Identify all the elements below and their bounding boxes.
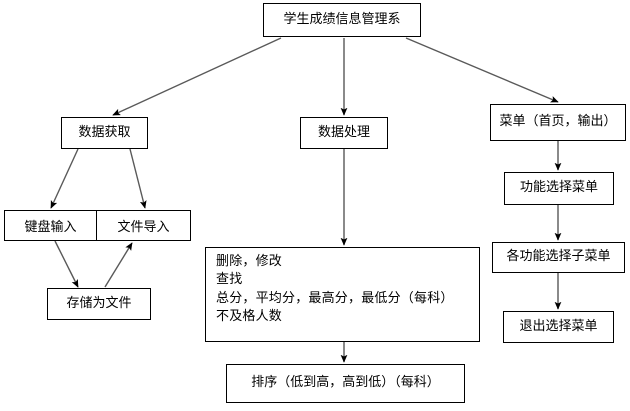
- node-file-import-label: 文件导入: [117, 220, 170, 235]
- edge-keyboard-to-save: [54, 240, 79, 288]
- node-menu-home-output[interactable]: 菜单（首页，输出）: [490, 104, 626, 141]
- operations-line-3: 总分，平均分，最高分，最低分（每科）: [216, 290, 454, 306]
- operations-line-1: 删除，修改: [216, 254, 283, 269]
- node-system-title[interactable]: 学生成绩信息管理系: [263, 3, 421, 37]
- operations-line-4: 不及格人数: [216, 309, 283, 325]
- node-save-to-file[interactable]: 存储为文件: [47, 288, 151, 320]
- node-sorting[interactable]: 排序（低到高，高到低）（每科）: [226, 364, 465, 403]
- node-function-select-menu[interactable]: 功能选择菜单: [504, 172, 614, 205]
- node-operations-list[interactable]: 删除，修改 查找 总分，平均分，最高分，最低分（每科） 不及格人数: [205, 247, 480, 342]
- node-data-acquisition[interactable]: 数据获取: [61, 117, 148, 149]
- node-function-select-menu-label: 功能选择菜单: [519, 180, 598, 196]
- edge-save-to-fileimport: [104, 242, 133, 288]
- node-file-import[interactable]: 文件导入: [97, 210, 191, 241]
- node-data-processing[interactable]: 数据处理: [300, 117, 388, 149]
- edge-acquire-to-keyboard: [50, 148, 79, 209]
- node-menu-home-output-label: 菜单（首页，输出）: [499, 114, 617, 130]
- node-keyboard-input-label: 键盘输入: [24, 220, 77, 235]
- node-save-to-file-label: 存储为文件: [66, 295, 132, 311]
- node-sorting-label: 排序（低到高，高到低）（每科）: [251, 375, 440, 391]
- node-exit-menu-label: 退出选择菜单: [519, 318, 598, 334]
- node-data-processing-label: 数据处理: [317, 124, 370, 140]
- node-sub-function-menu[interactable]: 各功能选择子菜单: [492, 242, 625, 273]
- edge-root-to-menu: [405, 37, 559, 103]
- edge-root-to-data-acquire: [112, 37, 282, 116]
- operations-line-2: 查找: [216, 272, 243, 288]
- node-exit-menu[interactable]: 退出选择菜单: [503, 311, 614, 343]
- node-system-title-label: 学生成绩信息管理系: [283, 11, 401, 27]
- node-sub-function-menu-label: 各功能选择子菜单: [506, 249, 611, 265]
- node-data-acquisition-label: 数据获取: [78, 124, 131, 140]
- edge-acquire-to-fileimport: [129, 148, 147, 209]
- node-keyboard-input[interactable]: 键盘输入: [4, 210, 97, 241]
